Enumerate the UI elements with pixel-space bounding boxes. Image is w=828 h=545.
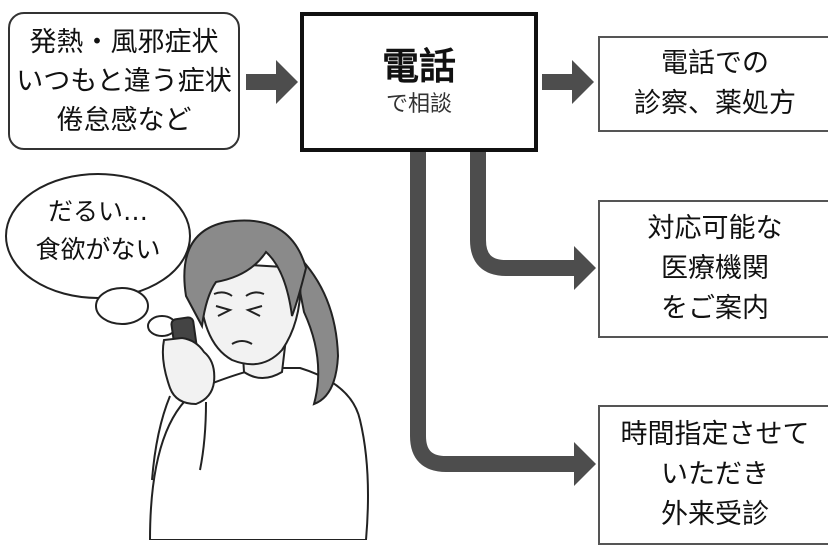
phone-subtitle: で相談 xyxy=(385,92,452,117)
outcome-line: をご案内 xyxy=(661,293,769,324)
outcome-box-scheduled-visit: 時間指定させて いただき 外来受診 xyxy=(598,405,828,545)
symptoms-line: 発熱・風邪症状 xyxy=(29,26,219,58)
thought-bubble xyxy=(5,173,191,337)
outcome-box-phone-diagnosis: 電話での 診察、薬処方 xyxy=(598,36,828,132)
arrow-to-outcome-2 xyxy=(470,152,596,290)
outcome-line: 診察、薬処方 xyxy=(634,88,796,119)
arrow-symptoms-to-phone xyxy=(246,60,298,104)
outcome-line: いただき xyxy=(661,459,769,490)
phone-title: 電話 xyxy=(382,45,456,88)
woman-on-phone-illustration xyxy=(148,219,369,540)
thought-line: 食欲がない xyxy=(35,235,161,264)
outcome-box-clinic-referral: 対応可能な 医療機関 をご案内 xyxy=(598,200,828,338)
outcome-line: 電話での xyxy=(661,48,769,79)
thought-line: だるい… xyxy=(47,197,148,226)
symptoms-box: 発熱・風邪症状 いつもと違う症状 倦怠感など xyxy=(8,12,240,150)
arrow-to-outcome-3 xyxy=(410,152,596,486)
outcome-line: 医療機関 xyxy=(661,253,769,284)
symptoms-line: いつもと違う症状 xyxy=(16,65,232,97)
outcome-line: 外来受診 xyxy=(661,499,769,530)
thought-bubble-text: だるい… 食欲がない xyxy=(18,193,178,269)
arrow-to-outcome-1 xyxy=(542,60,594,104)
outcome-line: 対応可能な xyxy=(647,213,783,244)
symptoms-line: 倦怠感など xyxy=(56,104,192,136)
outcome-line: 時間指定させて xyxy=(620,419,810,450)
phone-consultation-box: 電話 で相談 xyxy=(300,12,538,152)
